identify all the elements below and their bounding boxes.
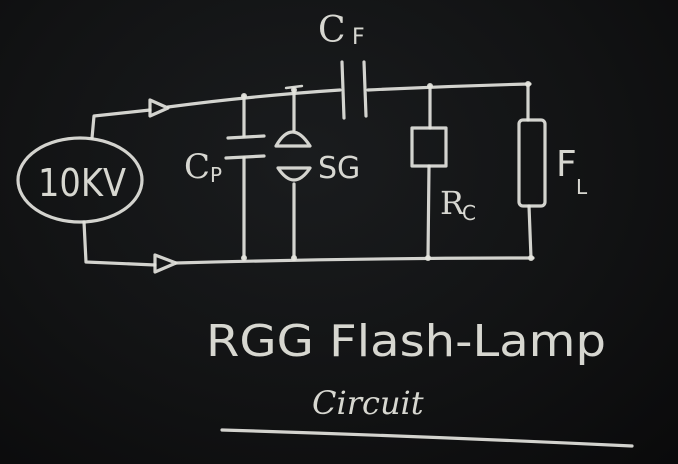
junction-dot <box>291 255 297 261</box>
junction-dot <box>427 83 433 89</box>
feedback-capacitor-plate-left <box>340 60 346 120</box>
junction-dot <box>241 255 247 261</box>
spark-gap-bottom-electrode <box>276 166 312 182</box>
resistor-bottom-wire <box>426 164 431 260</box>
junction-dot <box>528 255 534 261</box>
flash-lamp-body <box>517 118 547 208</box>
spark-gap-top-electrode <box>274 130 312 148</box>
diagram-subtitle: Circuit <box>312 384 424 422</box>
resistor-body <box>410 126 448 168</box>
bottom-terminal-arrow <box>153 253 178 274</box>
parallel-capacitor-subscript: P <box>210 163 222 187</box>
flash-lamp-bottom-wire <box>527 204 533 260</box>
junction-dot <box>425 255 431 261</box>
top-rail-left <box>166 88 342 109</box>
junction-dot <box>241 93 247 99</box>
feedback-capacitor-label: C <box>318 10 346 51</box>
junction-dot <box>525 81 531 87</box>
voltage-source-label: 10KV <box>38 161 126 205</box>
bottom-rail <box>174 256 535 265</box>
diagram-title: RGG Flash-Lamp <box>206 316 606 367</box>
voltage-source-circle <box>16 136 144 224</box>
top-rail-right <box>366 82 532 92</box>
resistor-label: R <box>440 184 465 222</box>
title-underline <box>220 428 634 448</box>
parallel-capacitor-plate-top <box>226 134 266 140</box>
spark-gap-label: SG <box>318 151 360 186</box>
feedback-capacitor-plate-right <box>362 60 368 118</box>
junction-dot <box>291 87 297 93</box>
resistor-subscript: C <box>462 201 476 225</box>
source-bottom-lead <box>82 220 157 267</box>
flash-lamp-subscript: L <box>576 175 588 199</box>
flash-lamp-label: F <box>556 144 577 185</box>
feedback-capacitor-subscript: F <box>352 25 365 50</box>
source-top-lead <box>90 108 152 140</box>
top-terminal-arrow <box>148 98 170 118</box>
parallel-capacitor-label: C <box>184 147 210 187</box>
